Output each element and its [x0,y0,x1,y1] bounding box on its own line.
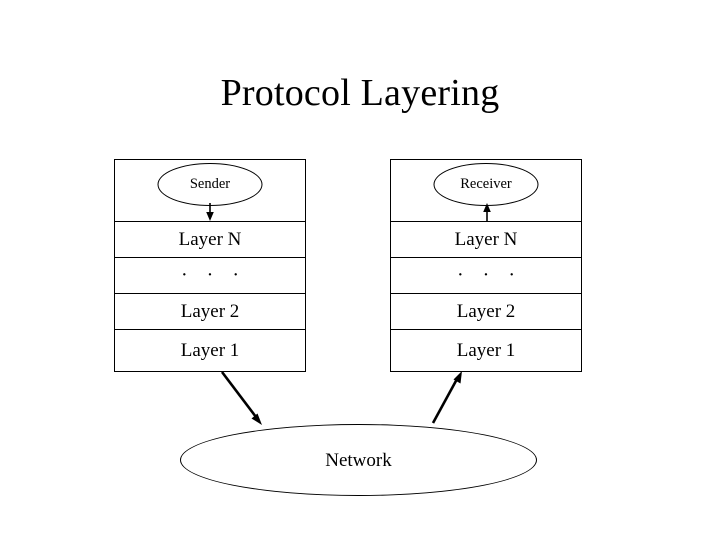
receiver-endpoint-row: Receiver [391,160,581,222]
sender-layer-2-row: Layer 2 [115,294,305,330]
sender-layer-1-row: Layer 1 [115,330,305,371]
sender-layer-n-label: Layer N [178,229,242,250]
network-ellipse: Network [180,424,537,496]
sender-ellipsis-row: · · · [115,258,305,294]
receiver-layer-n-label: Layer N [454,229,518,250]
network-label: Network [325,449,392,471]
receiver-layer-1-label: Layer 1 [456,340,516,361]
receiver-protocol-stack: Receiver Layer N · · · Layer 2 Layer 1 [390,159,582,372]
sender-to-network-arrow-icon [220,371,262,425]
sender-layer-n-row: Layer N [115,222,305,258]
sender-protocol-stack: Sender Layer N · · · Layer 2 Layer 1 [114,159,306,372]
receiver-label: Receiver [460,176,512,193]
page-title: Protocol Layering [220,72,500,114]
receiver-ellipsis-label: · · · [457,264,522,286]
sender-ellipsis-label: · · · [181,264,246,286]
sender-endpoint-row: Sender [115,160,305,222]
sender-layer-1-label: Layer 1 [180,340,240,361]
receiver-layer-n-row: Layer N [391,222,581,258]
receiver-ellipsis-row: · · · [391,258,581,294]
sender-layer-2-label: Layer 2 [180,301,240,322]
network-to-receiver-arrow-icon [431,371,462,424]
sender-label: Sender [189,176,231,193]
sender-ellipse: Sender [157,163,263,206]
receiver-layer-2-row: Layer 2 [391,294,581,330]
receiver-layer-1-row: Layer 1 [391,330,581,371]
receiver-layer-2-label: Layer 2 [456,301,516,322]
receiver-ellipse: Receiver [433,163,539,206]
